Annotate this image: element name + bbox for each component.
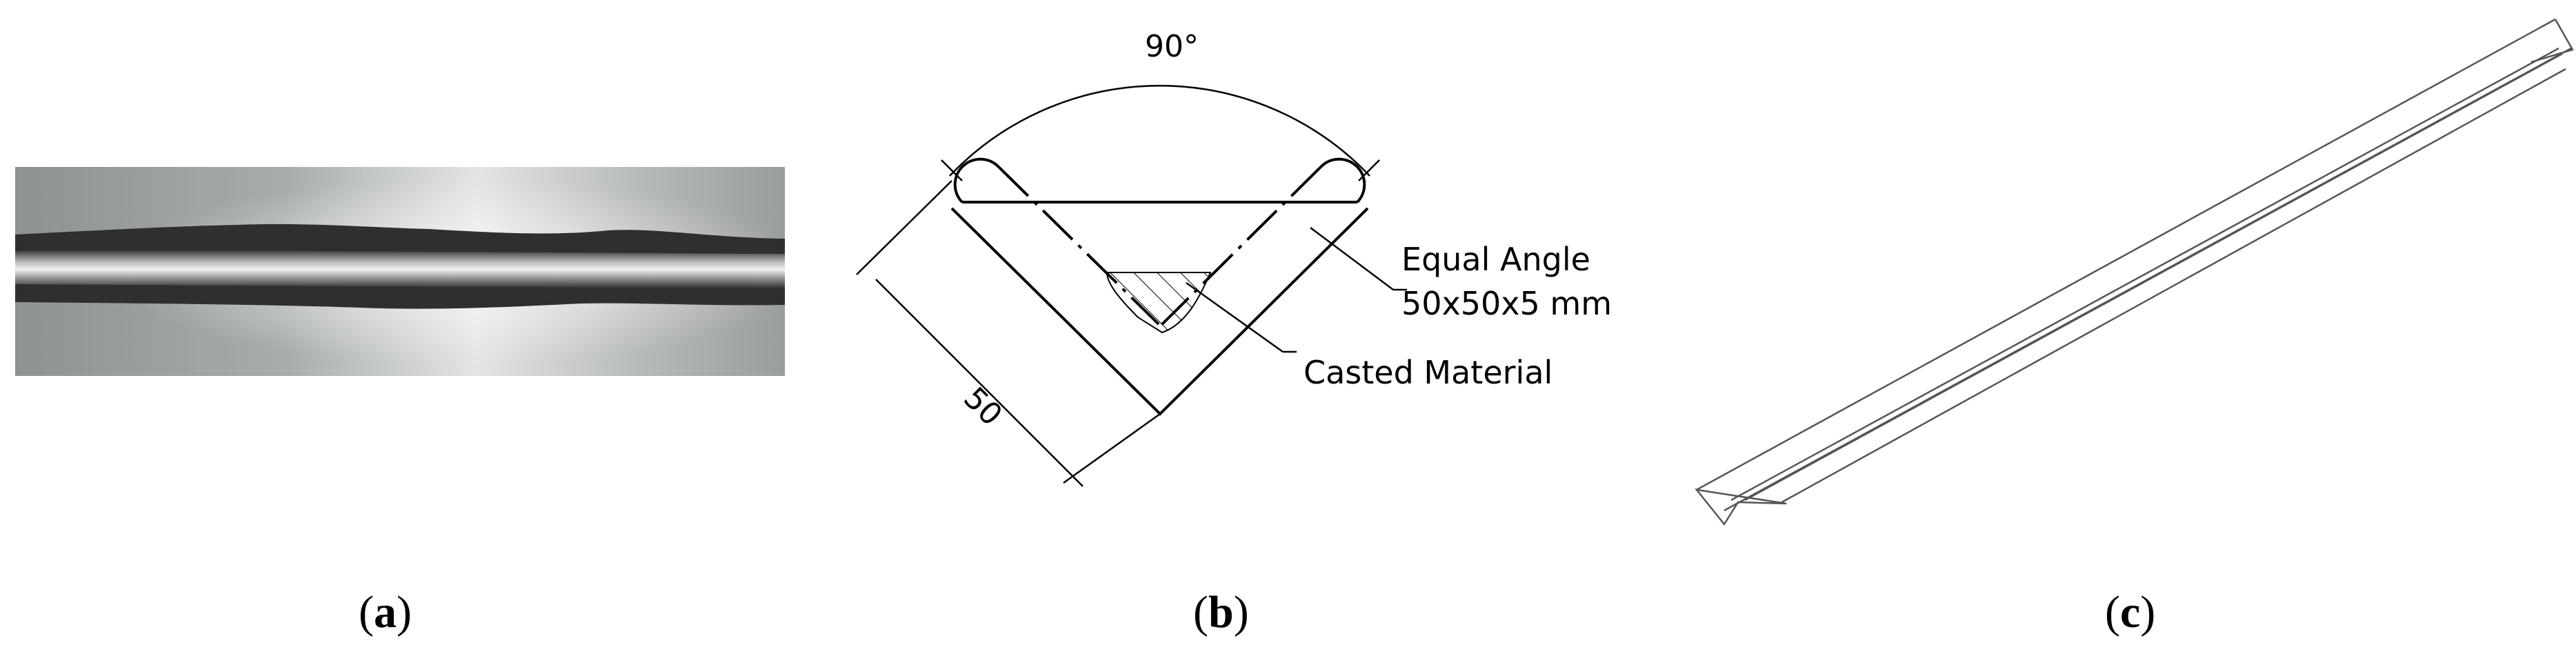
panel-b-drawing: 90° 50 Equal Angle 50x50x5 mm Casted Mat… — [814, 0, 1683, 552]
angle-bar-isometric-drawing — [1695, 18, 2574, 526]
panel-c-drawing — [1683, 0, 2576, 552]
equal-angle-label-line1: Equal Angle — [1401, 241, 1590, 278]
angle-label: 90° — [1145, 29, 1199, 64]
steel-bar-photo — [15, 167, 785, 376]
equal-angle-label-line2: 50x50x5 mm — [1401, 285, 1612, 322]
caption-a: (a) — [359, 587, 412, 637]
casted-material-region — [1106, 271, 1212, 334]
casted-material-label: Casted Material — [1304, 354, 1552, 391]
angle-cross-section-drawing: 90° 50 Equal Angle 50x50x5 mm Casted Mat… — [856, 29, 1612, 487]
dimension-label: 50 — [957, 381, 1009, 433]
caption-b: (b) — [1193, 587, 1249, 637]
panel-a-photo — [15, 167, 785, 376]
caption-c: (c) — [2105, 587, 2156, 637]
